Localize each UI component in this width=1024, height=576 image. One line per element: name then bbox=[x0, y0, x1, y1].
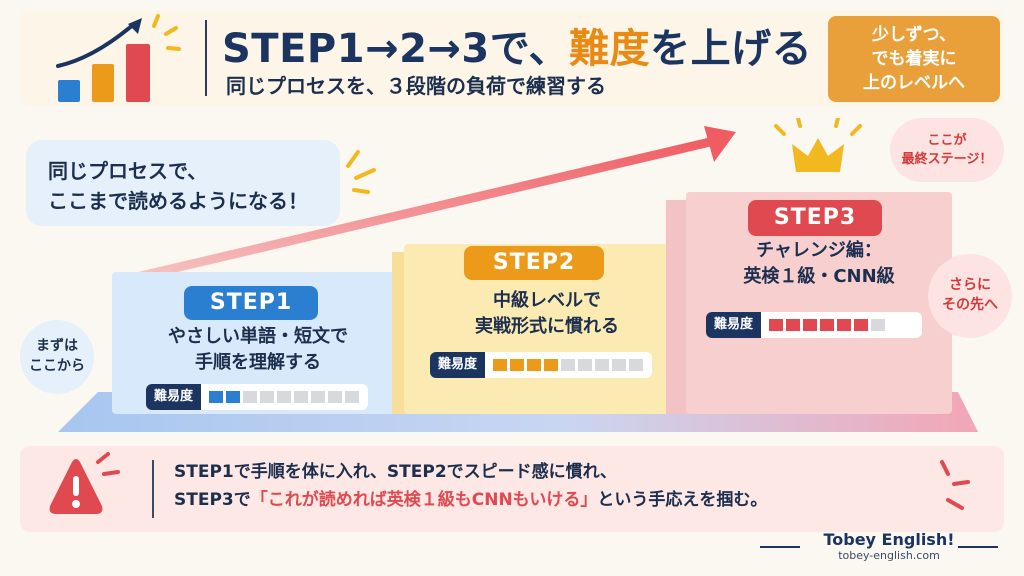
difficulty-label: 難易度 bbox=[430, 352, 486, 378]
warning-icon bbox=[49, 452, 120, 514]
desc-line: 手順を理解する bbox=[195, 352, 321, 373]
bubble-line: まずは bbox=[36, 338, 78, 354]
desc-line: 実戦形式に慣れる bbox=[475, 316, 619, 337]
difficulty-label: 難易度 bbox=[706, 312, 762, 338]
note-line-2-highlight: 「これが読めれば英検１級もCNNもいける」 bbox=[250, 490, 598, 510]
callout-box: 同じプロセスで、 ここまで読めるようになる！ bbox=[26, 140, 340, 226]
brand-rule-right bbox=[958, 546, 998, 548]
desc-line: チャレンジ編： bbox=[756, 240, 882, 261]
title-main: STEP1→2→3で、 bbox=[222, 26, 570, 72]
difficulty-cell-empty bbox=[629, 359, 644, 371]
difficulty-cell-empty bbox=[311, 391, 326, 403]
brand-rule-left bbox=[760, 546, 800, 548]
header-divider bbox=[205, 20, 207, 96]
difficulty-cell-filled bbox=[226, 391, 241, 403]
difficulty-cells bbox=[761, 319, 893, 331]
desc-line: 英検１級・CNN級 bbox=[743, 266, 895, 287]
desc-line: やさしい単語・短文で bbox=[168, 326, 348, 347]
difficulty-cells bbox=[485, 359, 651, 371]
bubble-line: ここが bbox=[927, 133, 967, 148]
beyond-bubble: さらに その先へ bbox=[928, 254, 1012, 338]
difficulty-cell-empty bbox=[595, 359, 610, 371]
brand-url: tobey-english.com bbox=[838, 549, 940, 562]
page-subtitle: 同じプロセスを、３段階の負荷で練習する bbox=[226, 74, 606, 98]
difficulty-cell-filled bbox=[544, 359, 559, 371]
bubble-line: ここから bbox=[29, 358, 85, 374]
difficulty-cell-empty bbox=[612, 359, 627, 371]
start-bubble: まずは ここから bbox=[20, 320, 94, 394]
difficulty-cell-empty bbox=[345, 391, 360, 403]
note-line-2-post: という手応えを掴む。 bbox=[597, 490, 768, 510]
step2-description: 中級レベルで 実戦形式に慣れる bbox=[412, 288, 682, 340]
brand-footer: Tobey English! tobey-english.com bbox=[784, 530, 994, 570]
difficulty-cell-empty bbox=[277, 391, 292, 403]
step1-description: やさしい単語・短文で 手順を理解する bbox=[126, 324, 390, 376]
bubble-line: さらに bbox=[949, 277, 991, 293]
difficulty-cell-empty bbox=[294, 391, 309, 403]
sparkle-icon bbox=[940, 460, 970, 510]
step3-description: チャレンジ編： 英検１級・CNN級 bbox=[696, 238, 942, 290]
difficulty-cell-filled bbox=[527, 359, 542, 371]
step1-label: STEP1 bbox=[184, 286, 318, 320]
difficulty-meter: 難易度 bbox=[430, 352, 652, 378]
page-title: STEP1→2→3で、難度を上げる bbox=[222, 16, 812, 74]
progress-badge: 少しずつ、 でも着実に 上のレベルへ bbox=[828, 16, 1000, 102]
note-divider bbox=[152, 460, 154, 518]
step3-label: STEP3 bbox=[748, 200, 882, 236]
bubble-line: 最終ステージ！ bbox=[901, 152, 993, 167]
badge-line: でも着実に bbox=[871, 49, 957, 69]
brand-name: Tobey English! bbox=[823, 530, 955, 549]
difficulty-cell-empty bbox=[578, 359, 593, 371]
difficulty-cell-empty bbox=[561, 359, 576, 371]
difficulty-label: 難易度 bbox=[146, 384, 202, 410]
callout-line: 同じプロセスで、 bbox=[48, 159, 208, 183]
difficulty-cell-empty bbox=[260, 391, 275, 403]
difficulty-cell-filled bbox=[209, 391, 224, 403]
title-accent: 難度 bbox=[569, 26, 651, 72]
note-text: STEP1で手順を体に入れ、STEP2でスピード感に慣れ、 STEP3で「これが… bbox=[174, 458, 767, 514]
badge-line: 上のレベルへ bbox=[863, 73, 965, 93]
difficulty-cell-filled bbox=[837, 319, 852, 331]
note-panel bbox=[20, 446, 1004, 532]
difficulty-cell-filled bbox=[493, 359, 508, 371]
difficulty-cell-filled bbox=[803, 319, 818, 331]
difficulty-cells bbox=[201, 391, 367, 403]
difficulty-cell-filled bbox=[769, 319, 784, 331]
difficulty-cell-filled bbox=[854, 319, 869, 331]
bubble-line: その先へ bbox=[942, 297, 998, 313]
difficulty-cell-empty bbox=[328, 391, 343, 403]
note-line-1: STEP1で手順を体に入れ、STEP2でスピード感に慣れ、 bbox=[174, 462, 617, 482]
final-stage-bubble: ここが 最終ステージ！ bbox=[890, 118, 1004, 182]
difficulty-cell-filled bbox=[820, 319, 835, 331]
difficulty-meter: 難易度 bbox=[146, 384, 368, 410]
growth-chart-icon bbox=[56, 14, 181, 102]
difficulty-meter: 難易度 bbox=[706, 312, 922, 338]
sparkle-icon bbox=[346, 150, 376, 194]
sparkle-icon bbox=[152, 14, 181, 51]
difficulty-cell-empty bbox=[243, 391, 258, 403]
badge-line: 少しずつ、 bbox=[872, 25, 956, 45]
title-tail: を上げる bbox=[650, 26, 813, 72]
crown-icon bbox=[774, 118, 862, 172]
callout-line: ここまで読めるようになる！ bbox=[48, 189, 308, 213]
difficulty-cell-filled bbox=[510, 359, 525, 371]
step2-label: STEP2 bbox=[464, 246, 604, 280]
growth-arrow bbox=[120, 126, 736, 285]
note-line-2-pre: STEP3で bbox=[174, 490, 251, 510]
difficulty-cell-empty bbox=[871, 319, 886, 331]
desc-line: 中級レベルで bbox=[493, 290, 601, 311]
difficulty-cell-filled bbox=[786, 319, 801, 331]
